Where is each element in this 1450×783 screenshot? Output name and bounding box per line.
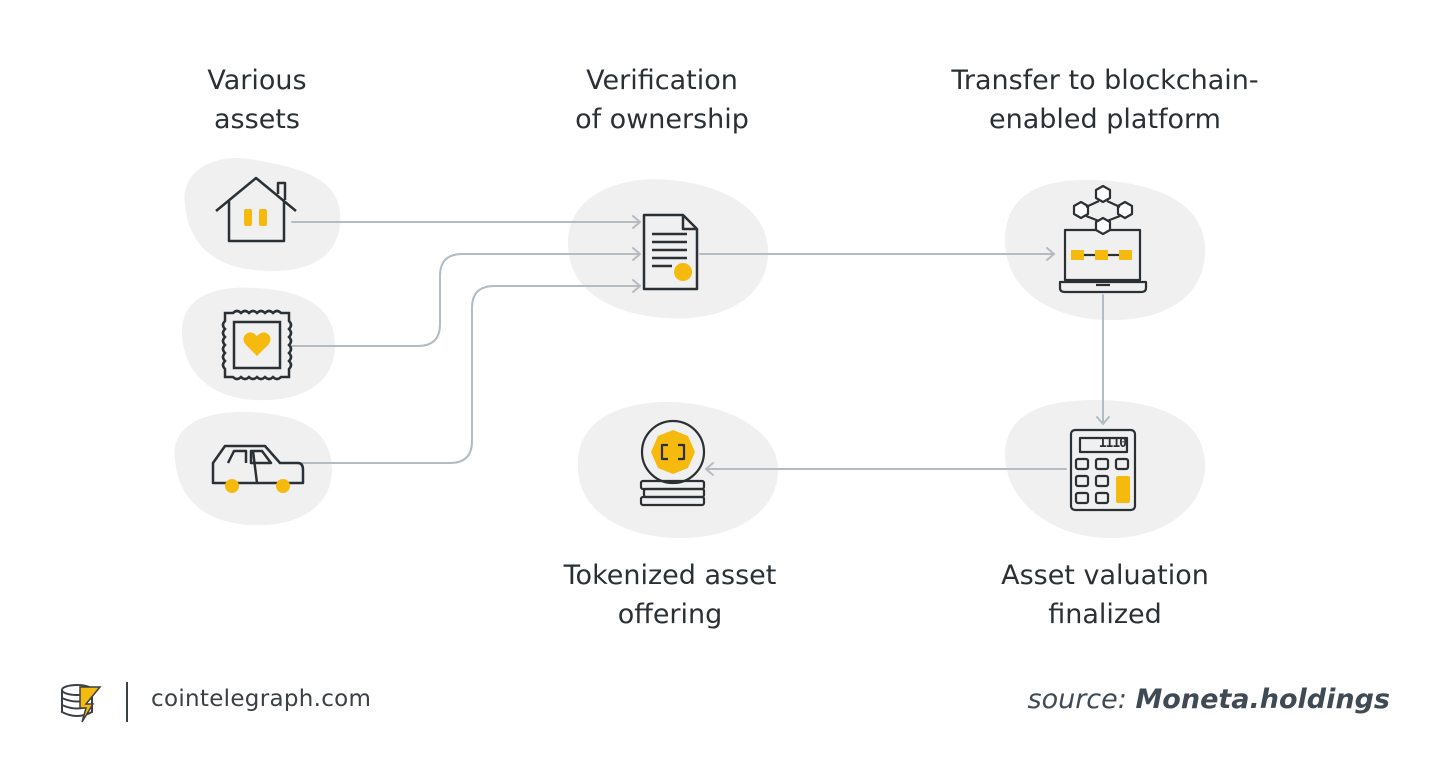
stamp-heart-icon	[221, 309, 293, 381]
certificate-document-icon	[642, 213, 699, 291]
connector-car-to-document	[301, 285, 641, 464]
label-line: finalized	[1048, 599, 1162, 630]
connector-stamp-to-document	[291, 253, 641, 347]
source-brand: Moneta.holdings	[1135, 684, 1390, 715]
label-line: Asset valuation	[1001, 560, 1209, 591]
calculator-icon	[1069, 428, 1137, 512]
label-transfer: Transfer to blockchain- enabled platform	[925, 61, 1285, 139]
label-line: Tokenized asset	[563, 560, 777, 591]
token-coin-icon	[639, 419, 706, 507]
arrowhead	[1096, 416, 1110, 425]
label-line: Various	[207, 65, 307, 96]
arrowhead	[632, 215, 641, 229]
connectors	[291, 221, 1104, 470]
label-verification: Verification of ownership	[537, 61, 787, 139]
label-line: Verification	[586, 65, 738, 96]
source-prefix: source:	[1027, 684, 1136, 715]
blob-car	[174, 411, 332, 526]
label-line: assets	[214, 104, 300, 135]
arrowhead	[632, 279, 641, 293]
label-valuation: Asset valuation finalized	[970, 556, 1240, 634]
label-line: offering	[617, 599, 723, 630]
arrowhead	[632, 247, 641, 261]
arrowheads	[632, 215, 1110, 476]
arrowhead	[705, 462, 714, 476]
label-line: of ownership	[575, 104, 749, 135]
car-icon	[211, 444, 305, 493]
label-line: Transfer to blockchain-	[951, 65, 1259, 96]
arrowhead	[1046, 247, 1055, 261]
footer-site-link[interactable]: cointelegraph.com	[151, 686, 372, 712]
blockchain-laptop-icon	[1058, 184, 1148, 294]
blob-laptop	[1005, 179, 1205, 321]
calculator-display-text: 1110	[1098, 436, 1127, 451]
footer-separator	[126, 682, 128, 722]
source-credit: source: Moneta.holdings	[1028, 684, 1391, 715]
label-various-assets: Various assets	[157, 61, 357, 139]
label-tokenized: Tokenized asset offering	[535, 556, 805, 634]
label-line: enabled platform	[989, 104, 1221, 135]
cointelegraph-logo-icon	[61, 684, 102, 723]
house-icon	[215, 176, 297, 243]
